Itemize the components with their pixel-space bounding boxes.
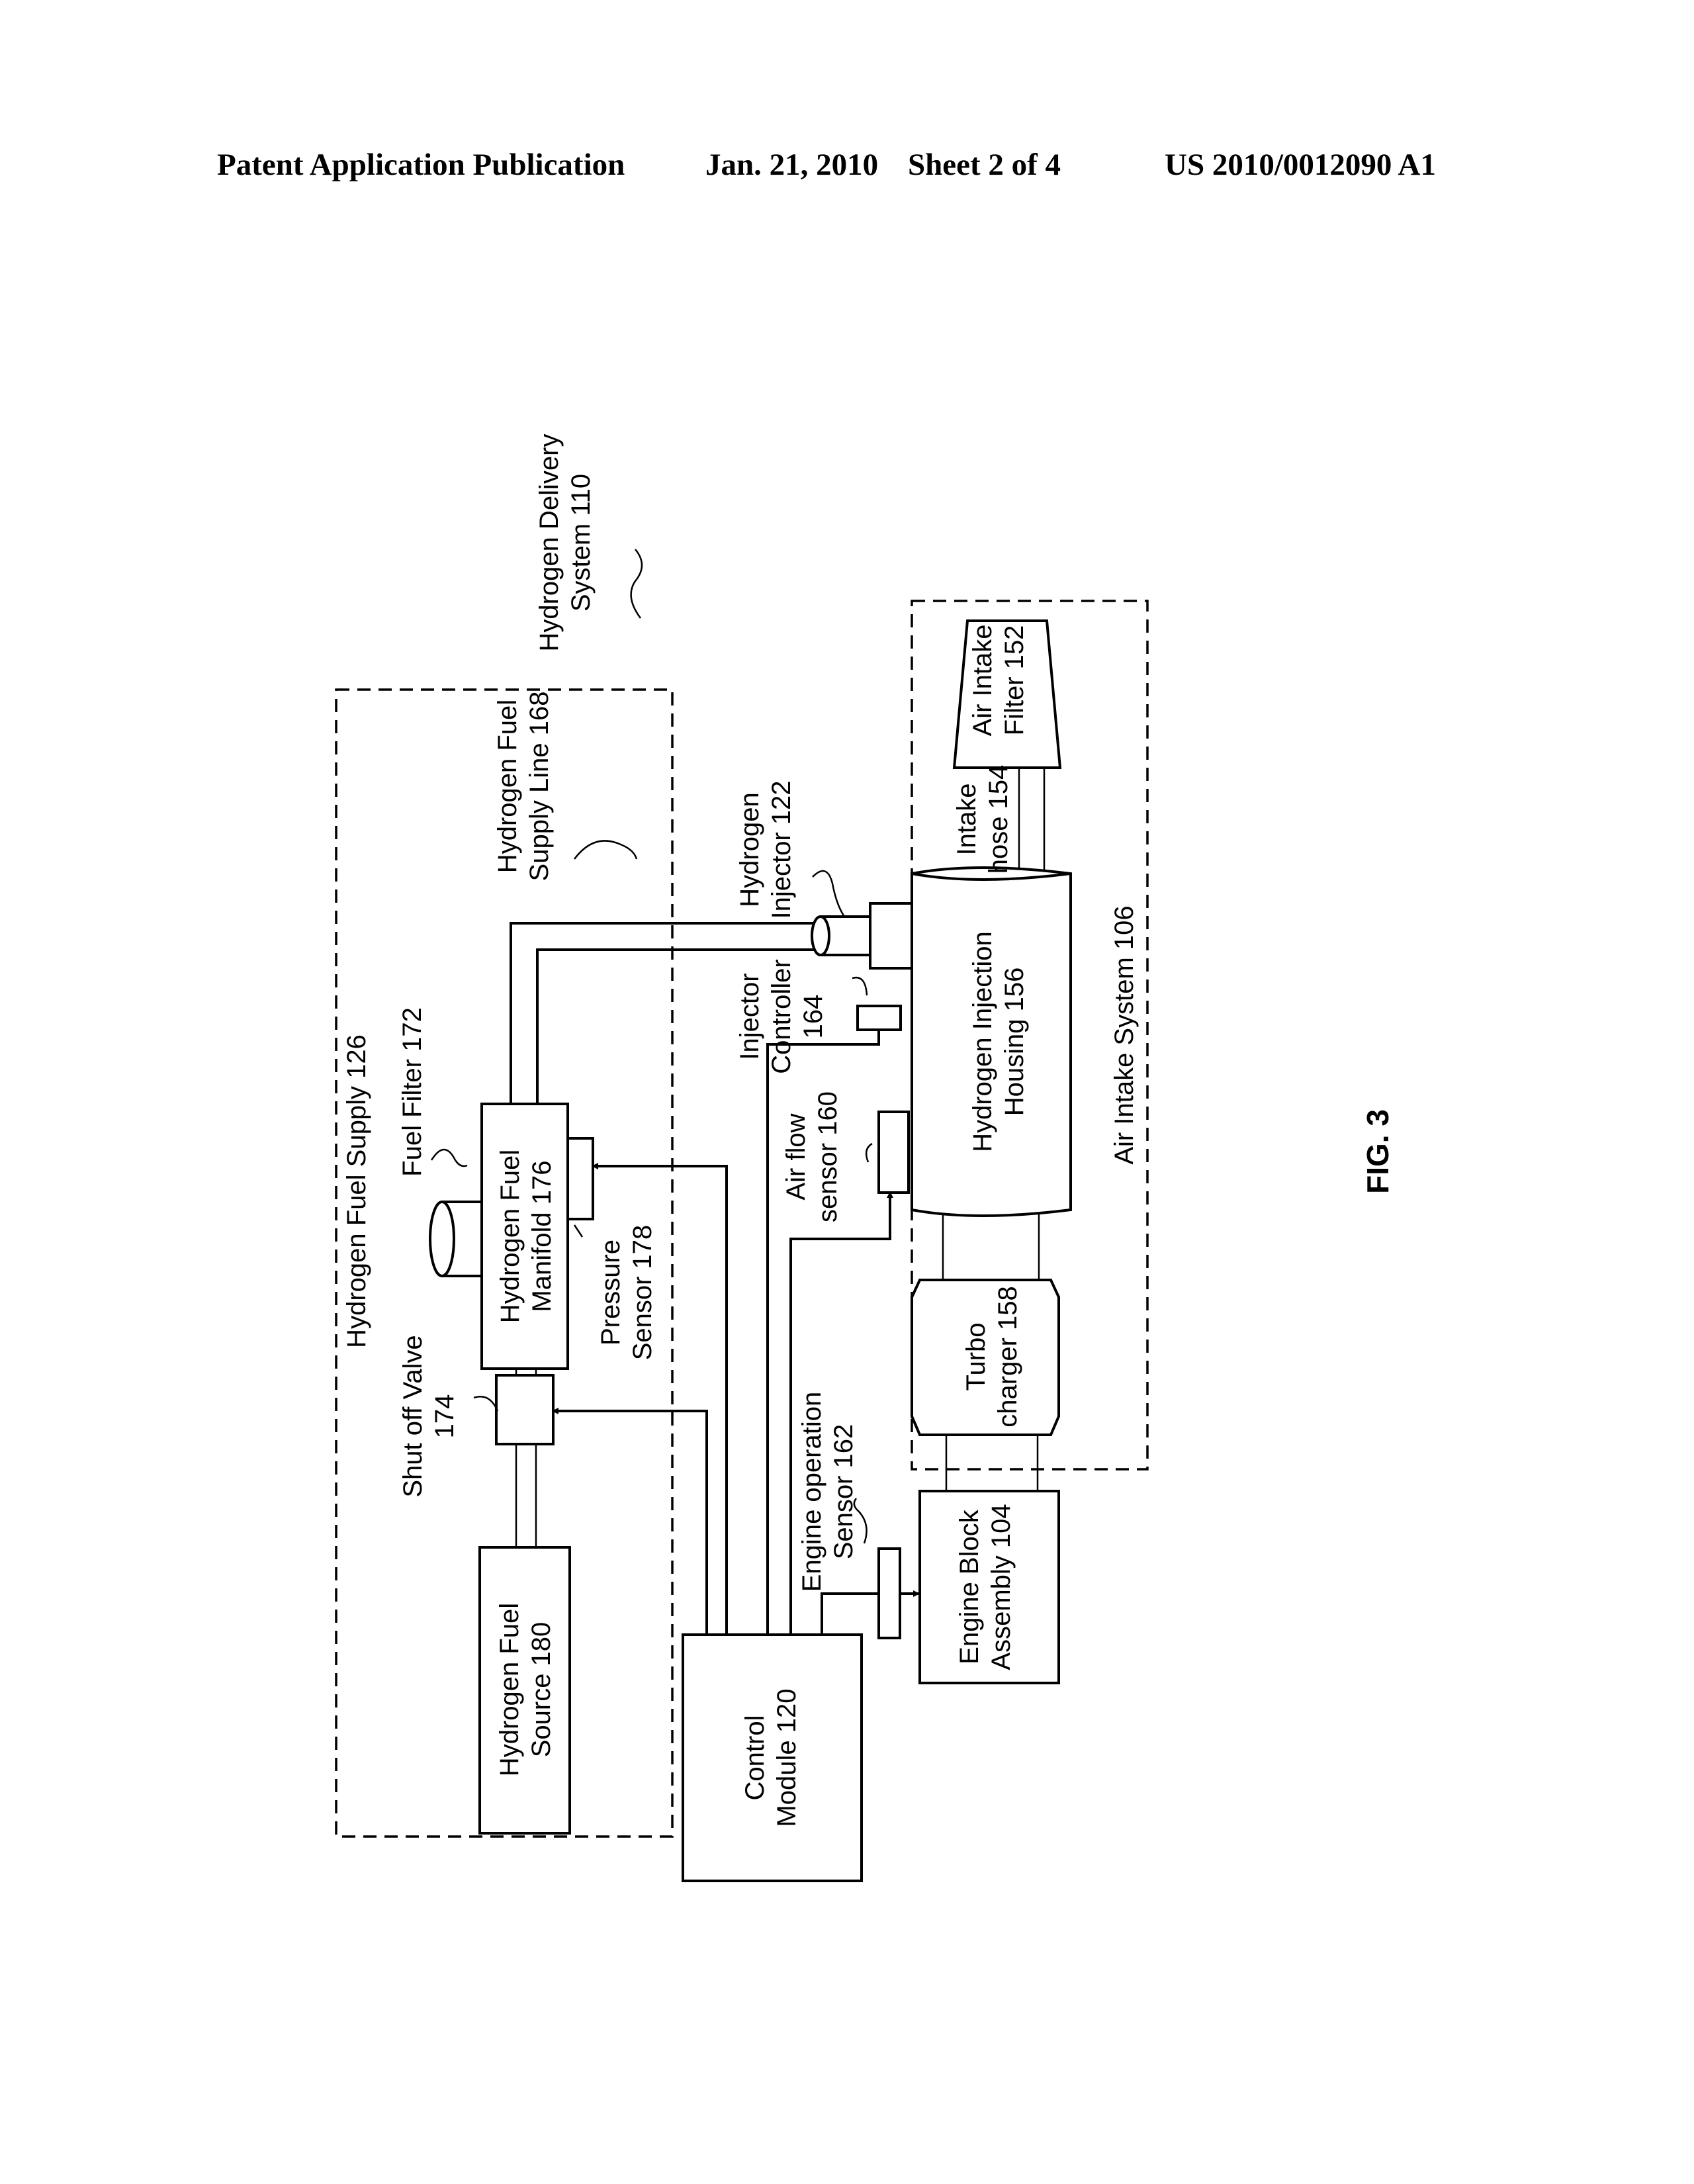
shut-off-valve-box: [496, 1375, 553, 1444]
fuel-supply-line-label-1: Hydrogen Fuel: [493, 700, 522, 873]
injector-controller-box: [858, 1006, 901, 1030]
pressure-sensor-label-2: Sensor 178: [628, 1225, 657, 1361]
fuel-filter-cylinder: [430, 1202, 482, 1276]
hydrogen-fuel-source-box: [480, 1547, 570, 1833]
engine-block-label-2: Assembly 104: [987, 1504, 1016, 1670]
injector-controller-label-1: Injector: [735, 973, 764, 1060]
air-flow-sensor-box: [879, 1112, 909, 1193]
fuel-filter-label: Fuel Filter 172: [398, 1007, 427, 1177]
hydrogen-injector-label-2: Injector 122: [767, 780, 796, 919]
injection-housing-label-1: Hydrogen Injection: [968, 931, 997, 1152]
hydrogen-delivery-system-label-2: System 110: [566, 474, 596, 612]
injector-controller-label-3: 164: [799, 995, 828, 1039]
air-flow-sensor-label-2: sensor 160: [813, 1091, 842, 1222]
shut-off-valve-label-2: 174: [430, 1394, 459, 1439]
shut-off-valve-label-1: Shut off Valve: [398, 1335, 427, 1497]
intake-hose-label-2: hose 154: [984, 765, 1013, 874]
hydrogen-injector-label-1: Hydrogen: [735, 792, 764, 907]
air-intake-filter-label-1: Air Intake: [968, 625, 997, 737]
turbo-charger-label-1: Turbo: [961, 1322, 991, 1390]
hydrogen-fuel-source-label-2: Source 180: [527, 1622, 556, 1758]
fuel-manifold-label-1: Hydrogen Fuel: [496, 1150, 525, 1323]
engine-block-label-1: Engine Block: [955, 1509, 984, 1664]
hydrogen-fuel-supply-label: Hydrogen Fuel Supply 126: [342, 1034, 371, 1348]
fuel-supply-line-label-2: Supply Line 168: [525, 692, 554, 882]
control-module-label-1: Control: [740, 1715, 770, 1801]
engine-operation-sensor-label-1: Engine operation: [797, 1392, 826, 1592]
air-flow-sensor-label-1: Air flow: [781, 1113, 811, 1200]
figure-label: FIG. 3: [1360, 1109, 1395, 1194]
hydrogen-injector-cylinder: [812, 917, 870, 955]
air-intake-system-label: Air Intake System 106: [1110, 905, 1139, 1164]
engine-operation-sensor-box: [879, 1549, 900, 1638]
engine-operation-sensor-label-2: Sensor 162: [829, 1424, 858, 1560]
injector-controller-label-2: Controller: [767, 959, 796, 1073]
pressure-sensor-box: [568, 1138, 593, 1219]
fuel-manifold-label-2: Manifold 176: [527, 1160, 557, 1312]
intake-hose-label-1: Intake: [952, 784, 981, 856]
hydrogen-fuel-source-label-1: Hydrogen Fuel: [495, 1603, 524, 1776]
control-module-label-2: Module 120: [772, 1688, 801, 1827]
hydrogen-delivery-system-label-1: Hydrogen Delivery: [535, 433, 564, 651]
pressure-sensor-label-1: Pressure: [596, 1240, 625, 1345]
air-intake-filter-label-2: Filter 152: [1000, 625, 1029, 736]
turbo-charger-label-2: charger 158: [993, 1286, 1022, 1427]
injection-housing-label-2: Housing 156: [1000, 968, 1029, 1116]
